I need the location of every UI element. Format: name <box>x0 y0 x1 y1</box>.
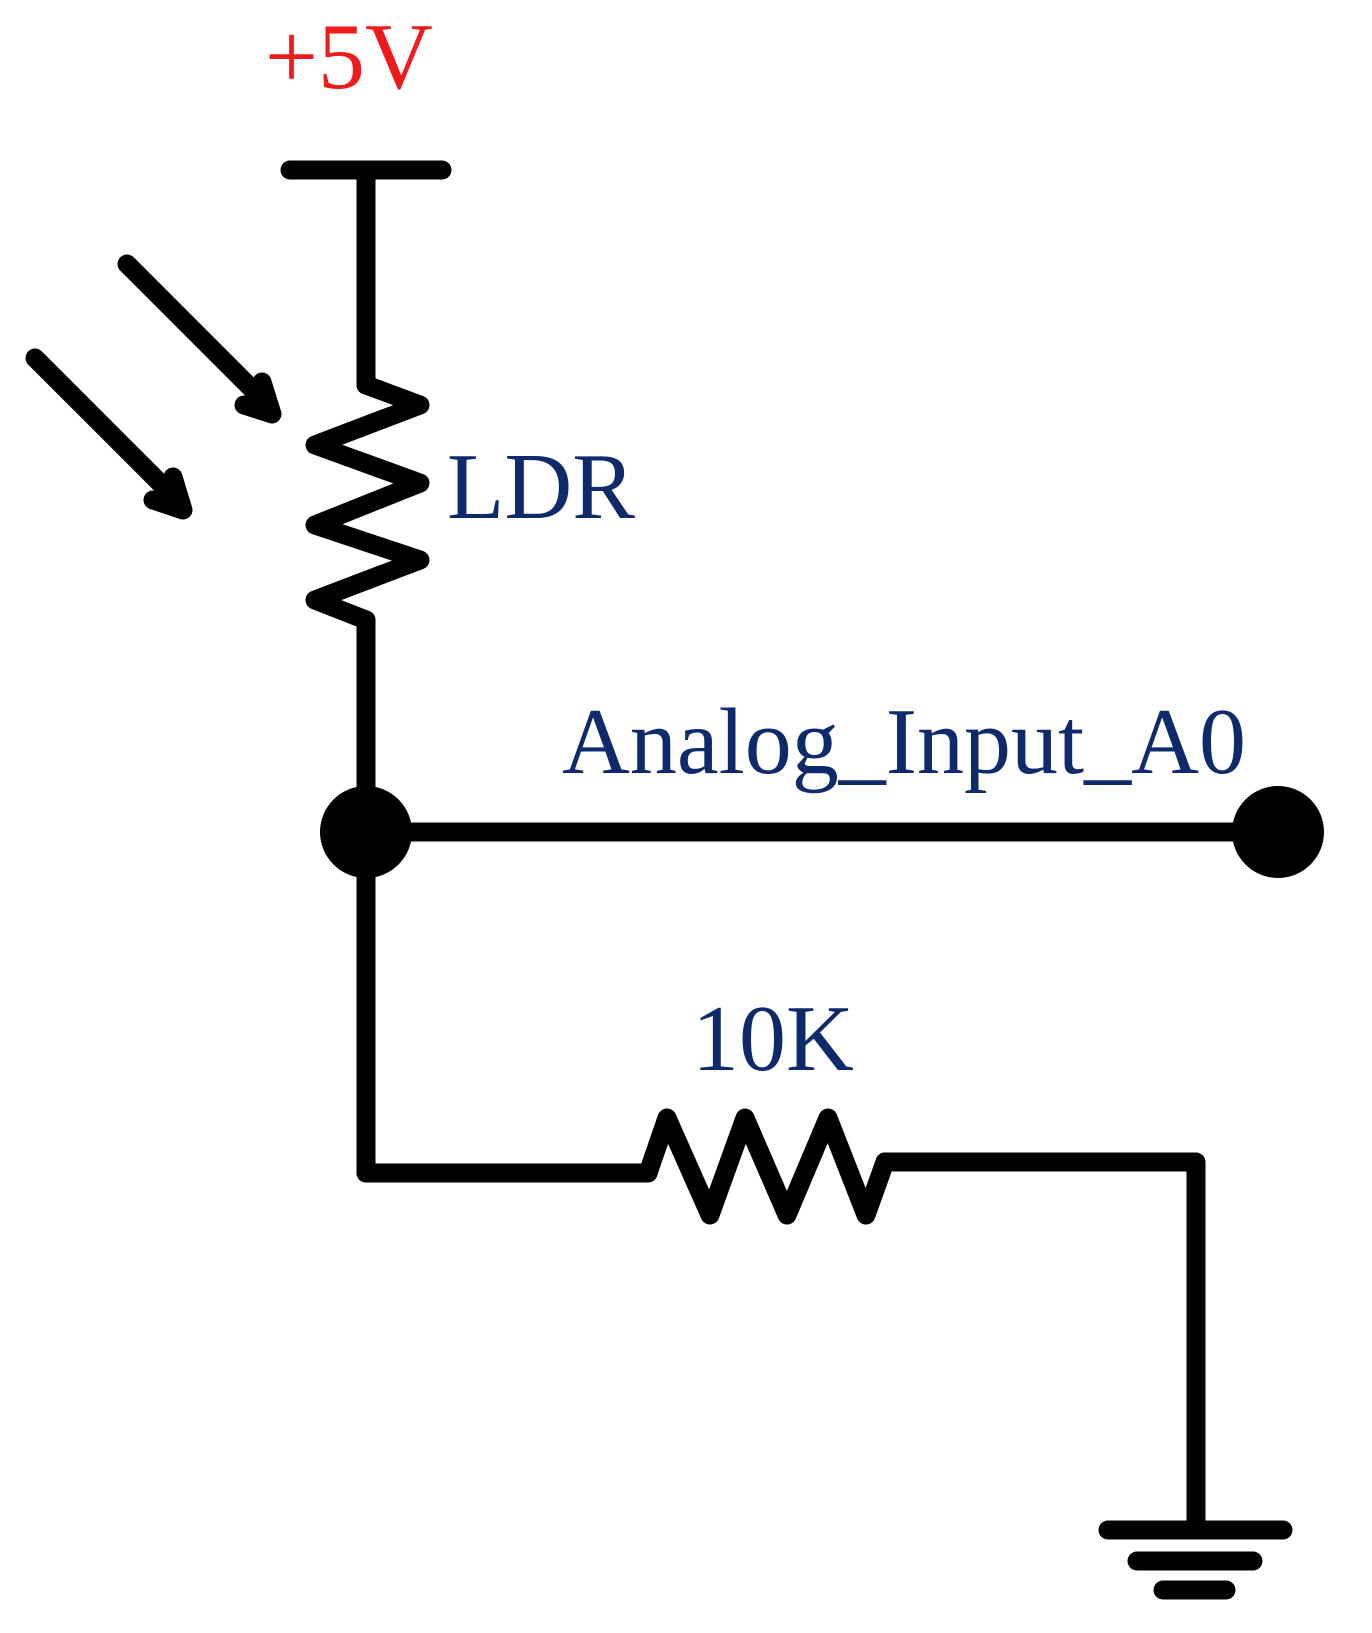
light-arrow-upper <box>117 254 272 409</box>
light-arrow-lower <box>25 348 182 505</box>
resistor-10k-symbol <box>638 1108 895 1225</box>
light-arrow-upper-head <box>234 372 282 424</box>
ldr-label: LDR <box>447 435 635 539</box>
ldr-symbol <box>305 375 430 630</box>
light-arrows-icon <box>25 254 282 520</box>
supply-voltage-label: +5V <box>265 5 433 109</box>
resistor-value-label: 10K <box>692 987 854 1091</box>
ground-symbol-icon <box>1098 1520 1293 1600</box>
light-arrow-lower-head <box>143 467 193 520</box>
analog-input-label: Analog_Input_A0 <box>562 690 1246 794</box>
wire-resistor-to-ground <box>875 1152 1206 1540</box>
output-terminal <box>1232 786 1324 878</box>
